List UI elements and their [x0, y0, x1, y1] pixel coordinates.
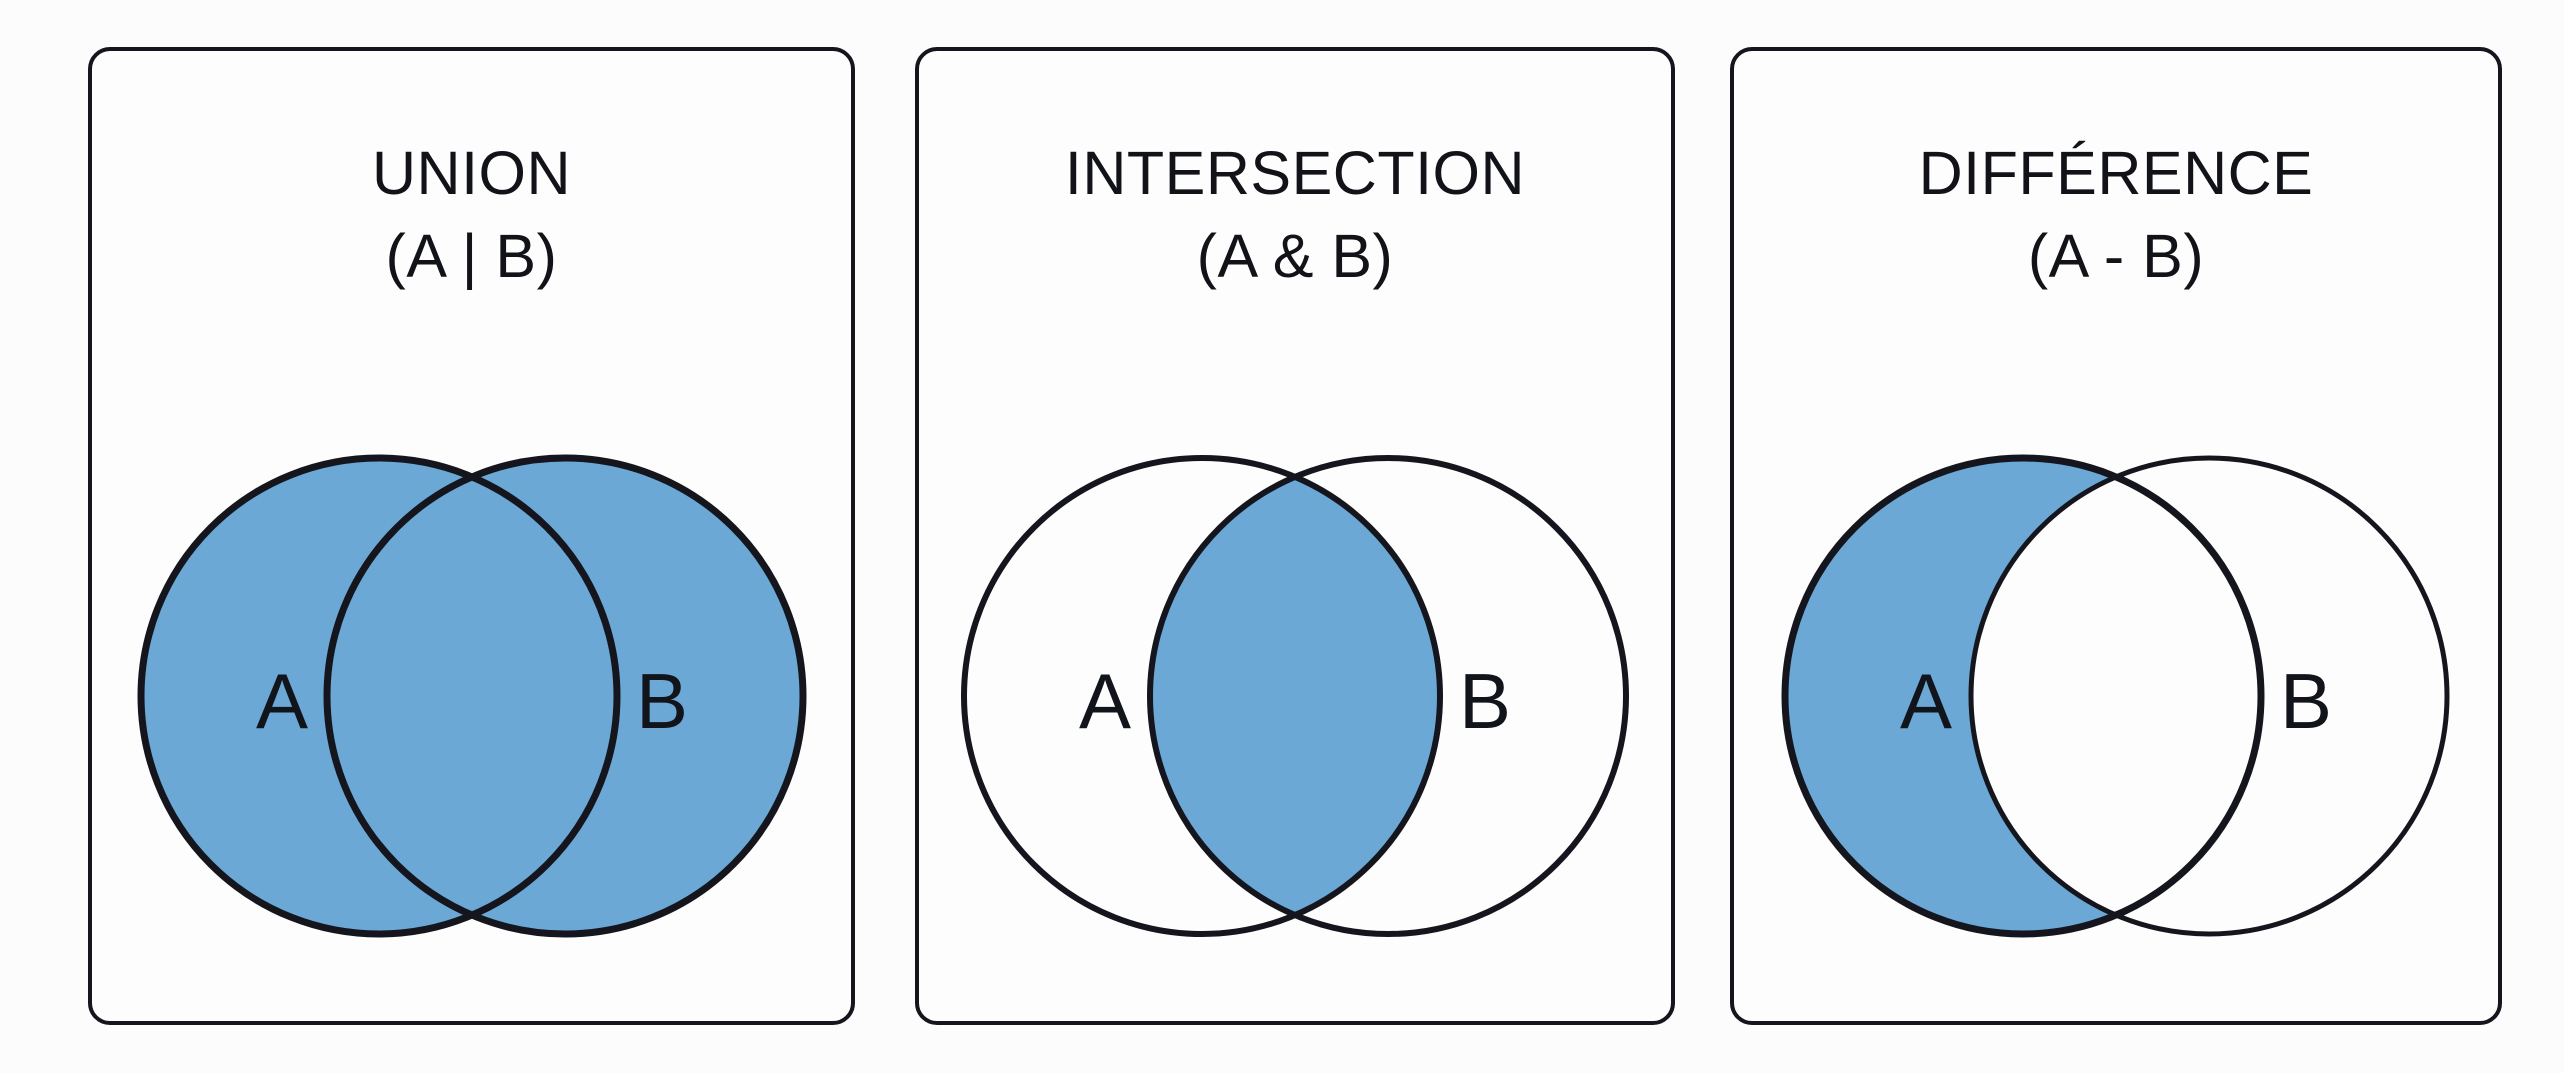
venn-difference-circle-b-outline — [1968, 455, 2450, 937]
venn-union-label-a: A — [255, 657, 307, 745]
venn-difference-label-a: A — [1900, 657, 1952, 745]
venn-union-circle-a-outline — [137, 454, 620, 938]
panel-intersection: INTERSECTION (A & B) A B — [915, 47, 1675, 1025]
panel-union-title: UNION — [371, 139, 572, 207]
panel-union-subtitle: (A | B) — [385, 222, 558, 290]
venn-difference-diagram: A B — [1766, 436, 2466, 956]
venn-intersection-region-lens — [1150, 458, 1440, 934]
venn-union-label-b: B — [635, 657, 687, 745]
venn-intersection-circle-b-outline — [1147, 455, 1629, 937]
venn-difference-label-b: B — [2280, 657, 2332, 745]
panel-union: UNION (A | B) A B — [88, 47, 855, 1025]
panel-difference-subtitle: (A - B) — [2027, 222, 2205, 290]
panel-intersection-title: INTERSECTION — [1064, 139, 1526, 207]
venn-difference-wrap: A B — [1734, 436, 2498, 956]
venn-intersection-diagram: A B — [961, 455, 1629, 937]
venn-union-circle-b-outline — [323, 454, 806, 938]
venn-union-region-b — [326, 458, 803, 934]
venn-intersection-label-a: A — [1079, 657, 1131, 745]
venn-intersection-wrap: A B — [919, 436, 1671, 956]
panel-intersection-subtitle: (A & B) — [1196, 222, 1394, 290]
venn-difference-region-a-only — [1766, 436, 2466, 956]
venn-intersection-circle-a-outline — [961, 455, 1443, 937]
panel-difference: DIFFÉRENCE (A - B) A B — [1730, 47, 2502, 1025]
venn-difference-circle-a-outline — [1781, 454, 2265, 938]
venn-intersection-label-b: B — [1459, 657, 1511, 745]
venn-union-wrap: A B — [92, 436, 851, 956]
venn-union-diagram: A B — [137, 454, 806, 938]
panel-difference-title: DIFFÉRENCE — [1918, 139, 2314, 207]
